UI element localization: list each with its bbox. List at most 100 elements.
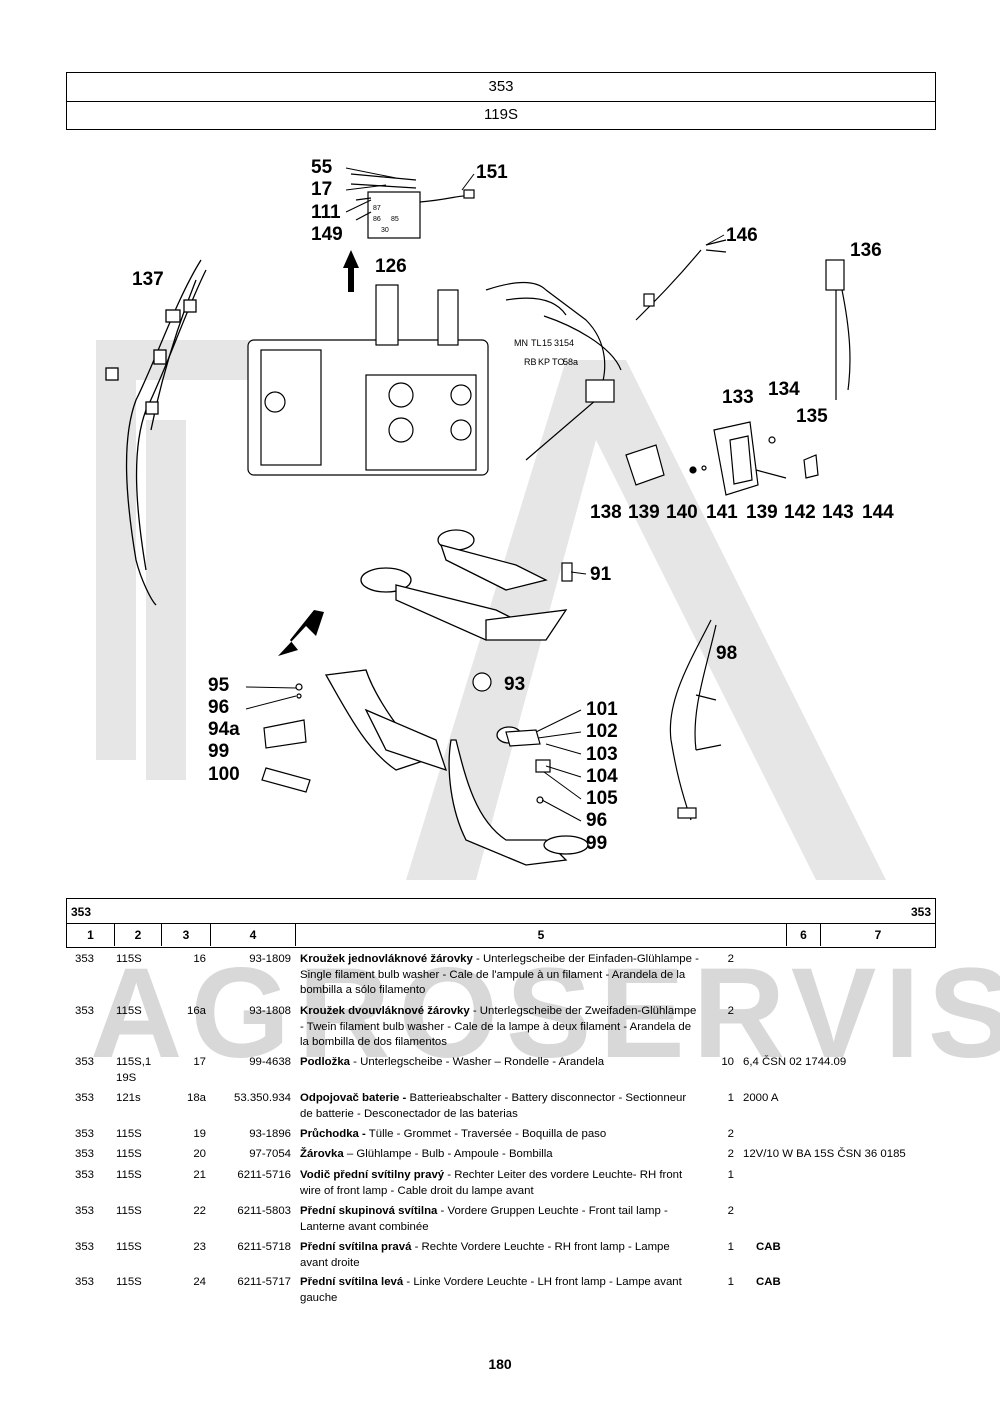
callout-96b: 96 (586, 810, 607, 831)
parts-table-header: 353 353 1 2 3 4 5 6 7 (66, 898, 936, 948)
cell-description: Kroužek dvouvláknové žárovky - Unterlegs… (300, 1005, 697, 1048)
callout-95: 95 (208, 675, 230, 696)
wire-146-drawing (635, 239, 727, 321)
callout-138: 138 (590, 502, 622, 523)
cell-model: 115S (116, 953, 142, 965)
leader-lines (245, 167, 725, 822)
cell-description: Podložka - Unterlegscheibe - Washer – Ro… (300, 1056, 605, 1068)
cell-part-number: 99-4638 (249, 1056, 291, 1068)
cell-part-number: 6211-5717 (237, 1276, 291, 1288)
connector-label-mn: MN (514, 338, 528, 348)
callout-103: 103 (586, 744, 618, 765)
direction-arrow-icon (278, 610, 324, 656)
table-row: 353 121s 18a 53.350.934 Odpojovač bateri… (66, 1091, 934, 1127)
callout-146: 146 (726, 225, 758, 246)
connector-label-54: 54 (564, 338, 574, 348)
table-title-right: 353 (910, 905, 931, 919)
cell-note: 6,4 ČSN 02 1744.09 (743, 1056, 847, 1068)
connector-label-to: TO (552, 357, 564, 367)
cell-quantity: 2 (727, 953, 734, 965)
cell-part-number: 6211-5803 (237, 1205, 291, 1217)
cell-section: 353 (74, 1169, 94, 1181)
cell-note: CAB (756, 1276, 781, 1288)
cell-part-number: 6211-5716 (237, 1169, 291, 1181)
callout-93: 93 (504, 674, 525, 695)
connector-label-rb: RB (524, 357, 537, 367)
column-header-5: 5 (296, 924, 787, 946)
table-row: 353 115S 16 93-1809 Kroužek jednovláknov… (66, 952, 934, 1004)
callout-104: 104 (586, 766, 618, 787)
cell-position: 24 (193, 1276, 206, 1288)
column-header-4: 4 (211, 924, 296, 946)
cell-part-number: 6211-5718 (237, 1241, 291, 1253)
cell-note: 12V/10 W BA 15S ČSN 36 0185 (743, 1148, 906, 1160)
cell-position: 16a (186, 1005, 206, 1017)
cell-description: Vodič přední svítilny pravý - Rechter Le… (300, 1169, 683, 1197)
cell-quantity: 2 (727, 1005, 734, 1017)
cell-description: Žárovka – Glühlampe - Bulb - Ampoule - B… (300, 1148, 553, 1160)
cell-note: 2000 A (743, 1092, 779, 1104)
wire-98-drawing (669, 619, 722, 821)
exploded-parts-diagram: 87 86 85 30 MN TL 15 31 54 RB KP TO 58a (66, 140, 934, 890)
cell-position: 16 (193, 953, 206, 965)
column-header-2: 2 (115, 924, 162, 946)
connector-label-58a: 58a (563, 357, 578, 367)
cell-quantity: 2 (727, 1148, 734, 1160)
cell-quantity: 1 (727, 1169, 734, 1181)
callout-91: 91 (590, 564, 612, 585)
column-header-3: 3 (162, 924, 211, 946)
callout-111: 111 (311, 202, 341, 223)
callout-100: 100 (208, 764, 240, 785)
cell-section: 353 (74, 1092, 94, 1104)
table-row: 353 115S 16a 93-1808 Kroužek dvouvláknov… (66, 1004, 934, 1055)
callout-151: 151 (476, 162, 508, 183)
relay-label-30: 30 (381, 227, 389, 234)
cell-position: 21 (193, 1169, 206, 1181)
cell-model: 115S (116, 1005, 142, 1017)
cell-model: 115S (116, 1128, 142, 1140)
callout-149: 149 (311, 224, 343, 245)
cell-model: 115S,1 19S (116, 1056, 152, 1084)
column-header-1: 1 (67, 924, 115, 946)
table-row: 353 115S 23 6211-5718 Přední svítilna pr… (66, 1240, 934, 1275)
callout-141: 141 (706, 502, 738, 523)
table-row: 353 115S,1 19S 17 99-4638 Podložka - Unt… (66, 1055, 934, 1091)
relay-drawing (350, 173, 475, 239)
table-title-left: 353 (71, 905, 92, 919)
callout-101: 101 (586, 699, 618, 720)
callout-labels: 55 17 111 149 151 126 146 136 137 133 13… (132, 157, 894, 854)
cell-description: Kroužek jednovláknové žárovky - Unterleg… (300, 953, 699, 996)
cell-position: 20 (193, 1148, 206, 1160)
cell-section: 353 (74, 1005, 94, 1017)
relay-label-85: 85 (391, 216, 399, 223)
column-header-7: 7 (874, 928, 882, 942)
connector-label-kp: KP (538, 357, 550, 367)
table-row: 353 115S 24 6211-5717 Přední svítilna le… (66, 1275, 934, 1311)
callout-144: 144 (862, 502, 894, 523)
cell-description: Průchodka - Tülle - Grommet - Traversée … (300, 1128, 607, 1140)
cell-quantity: 1 (727, 1092, 734, 1104)
table-row: 353 115S 19 93-1896 Průchodka - Tülle - … (66, 1127, 934, 1147)
callout-126: 126 (375, 256, 407, 277)
cell-position: 22 (193, 1205, 206, 1217)
callout-142: 142 (784, 502, 816, 523)
cell-position: 18a (186, 1092, 206, 1104)
cell-quantity: 1 (727, 1276, 734, 1288)
cell-model: 115S (116, 1169, 142, 1181)
cell-description: Přední svítilna pravá - Rechte Vordere L… (300, 1241, 670, 1269)
connector-label-15: 15 (542, 338, 552, 348)
callout-17: 17 (311, 179, 332, 200)
callout-139a: 139 (628, 502, 660, 523)
wiring-harness-drawing (105, 259, 207, 606)
cell-description: Přední svítilna levá - Linke Vordere Leu… (300, 1276, 682, 1304)
callout-105: 105 (586, 788, 618, 809)
callout-136: 136 (850, 240, 882, 261)
cell-quantity: 2 (727, 1128, 734, 1140)
cell-model: 115S (116, 1241, 142, 1253)
callout-96a: 96 (208, 697, 229, 718)
cell-description: Přední skupinová svítilna - Vordere Grup… (300, 1205, 668, 1233)
page-number: 180 (488, 1356, 512, 1372)
cell-model: 121s (116, 1092, 141, 1104)
callout-99b: 99 (586, 833, 607, 854)
table-row: 353 115S 21 6211-5716 Vodič přední svíti… (66, 1168, 934, 1204)
